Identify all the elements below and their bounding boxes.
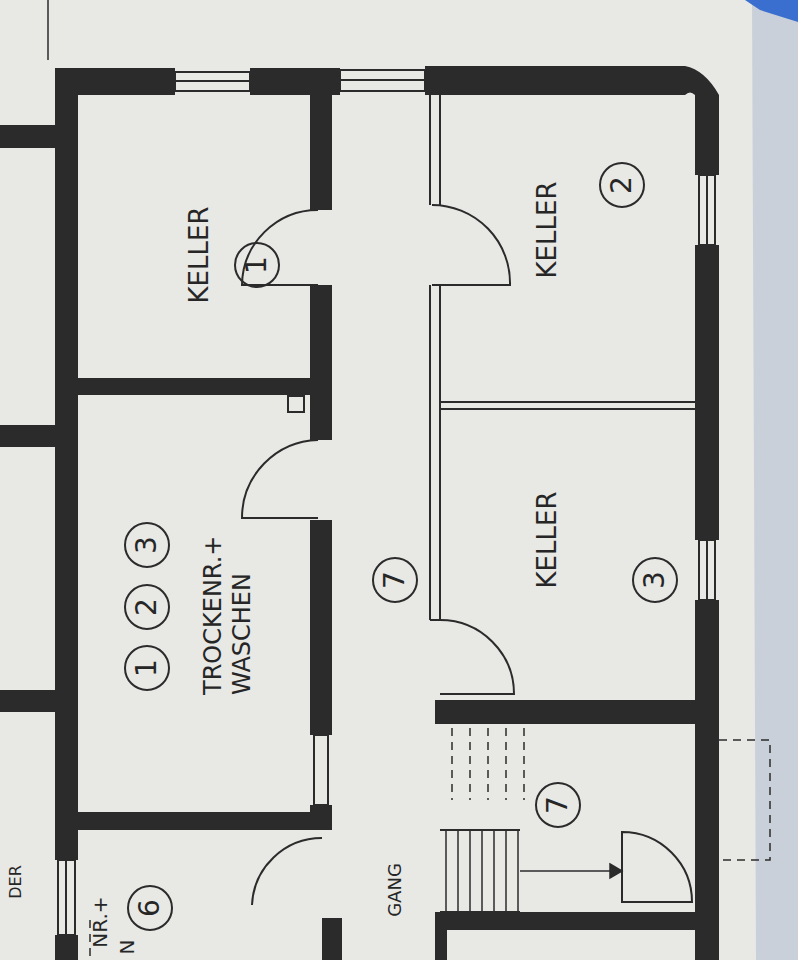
stair-steps (446, 830, 622, 912)
room-name: TROCKENR.+ WASCHEN (199, 505, 257, 695)
thin-lines (58, 70, 715, 935)
callout-circle: 1 (124, 645, 170, 691)
callout-number: 2 (130, 598, 164, 616)
dashed-lines (90, 728, 770, 960)
callout-circle: 3 (632, 557, 678, 603)
callout-circle: 7 (535, 782, 581, 828)
callout-number: 3 (638, 571, 672, 589)
callout-circle: 2 (599, 162, 645, 208)
callout-number: 3 (130, 536, 164, 554)
room-label-fragment: DER (6, 865, 25, 899)
room-name: KELLER (184, 207, 215, 304)
room-name: KELLER (532, 182, 563, 279)
edge-line (47, 0, 49, 60)
callout-circle: 2 (124, 584, 170, 630)
callout-circle: 3 (124, 522, 170, 568)
callout-circle: 6 (127, 885, 173, 931)
callout-number: 7 (541, 796, 575, 814)
callout-circle: 7 (372, 557, 418, 603)
callout-number: 2 (605, 176, 639, 194)
callout-number: 1 (130, 659, 164, 677)
room-name: KELLER (532, 492, 563, 589)
room-label-fragment: NR.+ (88, 896, 112, 947)
walls (0, 66, 719, 960)
callout-number: 1 (240, 256, 274, 274)
room: KELLER 1 (78, 95, 310, 378)
room: KELLER 3 (440, 410, 695, 700)
room: KELLER 2 (440, 95, 695, 402)
room-name: GANG (384, 863, 406, 917)
callout-circle: 1 (234, 242, 280, 288)
tape (745, 0, 798, 22)
room: TROCKENR.+ WASCHEN 1 2 3 (78, 395, 310, 812)
callout-number: 7 (378, 571, 412, 589)
room: GANG 7 (332, 95, 430, 918)
room-label-fragment: N (115, 940, 139, 955)
callout-number: 6 (133, 899, 167, 917)
paper (0, 0, 756, 960)
